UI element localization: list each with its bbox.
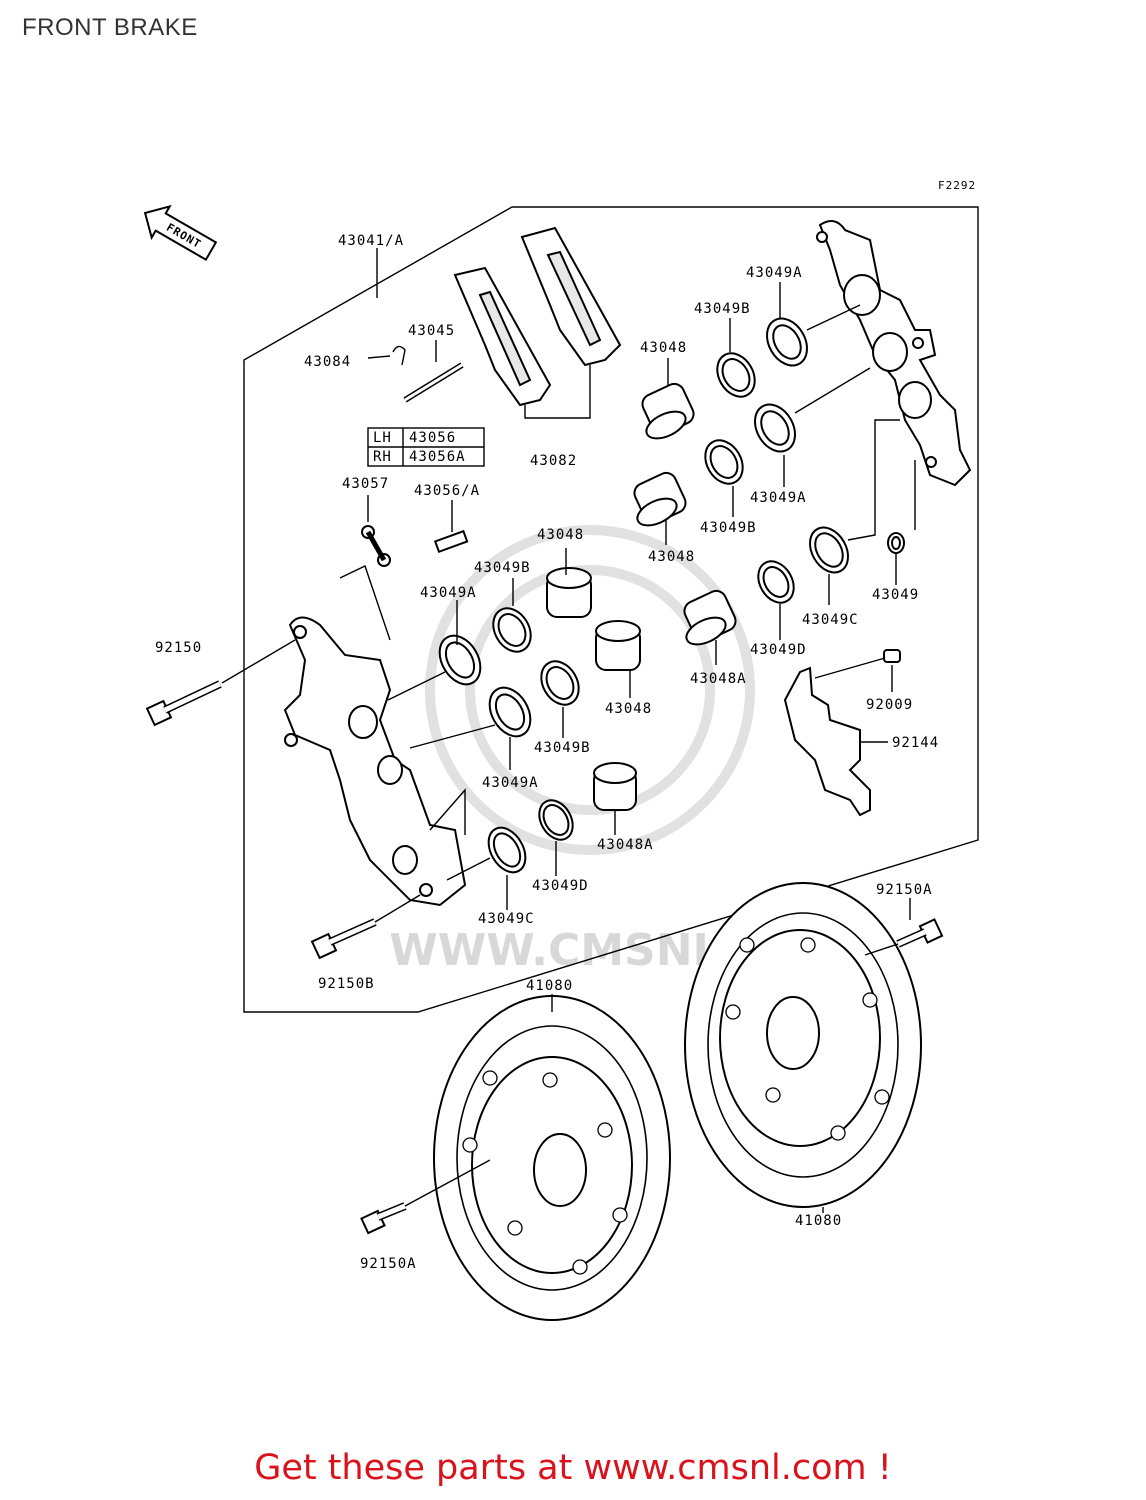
callout-label: 43049D [750, 642, 807, 658]
brake-disc-41080-right [684, 882, 922, 1208]
seal-43049B-right-upper [716, 352, 756, 398]
front-direction-arrow-icon: FRONT [143, 204, 218, 262]
callout-label: 43048 [537, 527, 584, 543]
leader-92150A-right-disc [864, 943, 899, 956]
seal-43049A-right-mid [754, 403, 796, 453]
callout-label: 43048A [597, 837, 654, 853]
callout-label: 43048 [648, 549, 695, 565]
callout-label: 43049C [802, 612, 859, 628]
pad-pin-43045 [403, 362, 464, 403]
callout-label: 43049D [532, 878, 589, 894]
table-row-lh-part: 43056 [409, 430, 456, 446]
callout-labels: 43041/A 43049A 43049B 43045 43084 43048 … [155, 233, 939, 1272]
seal-43049A-left-upper [438, 634, 482, 686]
callout-label: 43041/A [338, 233, 404, 249]
bleeder-valve-43056 [433, 529, 469, 554]
callout-label: 43049B [700, 520, 757, 536]
piston-43048A-left [593, 762, 637, 811]
callout-label: 43049 [872, 587, 919, 603]
callout-label: 43045 [408, 323, 455, 339]
callout-label: 43049B [534, 740, 591, 756]
leader-92150A-left [404, 1159, 491, 1207]
bleeder-cap-92009 [883, 649, 901, 663]
seal-43049B-left-upper [492, 607, 532, 653]
leader-right-seals [665, 282, 897, 665]
caliper-body-right [816, 220, 972, 487]
table-row-lh-side: LH [373, 430, 392, 446]
callout-label: 43082 [530, 453, 577, 469]
leader-92150 [221, 639, 296, 684]
leader-left-pistons [387, 671, 496, 881]
callout-label: 43084 [304, 354, 351, 370]
piston-43048-right-2 [633, 471, 687, 527]
disc-bolt-92150A-left [360, 1202, 407, 1235]
pad-spring-92144 [783, 666, 871, 817]
brake-pad-outer [520, 226, 622, 367]
seal-43049C-left [487, 826, 527, 874]
seal-43049C-right [809, 526, 849, 574]
caliper-link-43057 [361, 525, 391, 567]
seal-43049A-left-mid [488, 686, 532, 738]
callout-label: 43049B [474, 560, 531, 576]
piston-43048-left-2 [595, 620, 641, 671]
callout-label: 43057 [342, 476, 389, 492]
callout-label: 92150A [876, 882, 933, 898]
callout-label: 43049A [482, 775, 539, 791]
callout-label: 92144 [892, 735, 939, 751]
caliper-bolt-92150B [310, 918, 377, 960]
seal-43049A-right-upper [766, 317, 808, 367]
table-row-rh-part: 43056A [409, 449, 466, 465]
leader-left-seals [456, 548, 631, 910]
callout-label: 92150B [318, 976, 375, 992]
piston-43048A-right [683, 589, 737, 646]
callout-label: 43056/A [414, 483, 480, 499]
pin-clip-43084 [392, 345, 406, 366]
callout-label: 92150A [360, 1256, 417, 1272]
leader-92150B-bolt [374, 894, 421, 923]
disc-bolt-92150A-right [896, 918, 944, 948]
leader-43082-bracket [524, 365, 591, 419]
callout-label: 43049A [420, 585, 477, 601]
leader-43084 [367, 355, 391, 359]
caliper-assembly-outline [243, 206, 979, 1013]
seal-43049B-right-mid [704, 439, 744, 485]
callout-label: 92150 [155, 640, 202, 656]
brake-pad-inner [453, 266, 552, 407]
callout-label: 43049C [478, 911, 535, 927]
brake-disc-41080-left [433, 995, 671, 1321]
piston-43048-right-1 [641, 382, 695, 440]
callout-label: 92009 [866, 697, 913, 713]
piston-43048-left-1 [546, 567, 592, 618]
seal-43049B-left-mid [540, 660, 580, 706]
callout-label: 43049A [746, 265, 803, 281]
callout-label: 43048 [605, 701, 652, 717]
table-row-rh-side: RH [373, 449, 392, 465]
caliper-bolt-92150 [145, 680, 222, 727]
callout-label: 43048 [640, 340, 687, 356]
callout-label: 43049A [750, 490, 807, 506]
seal-43049D-left [538, 799, 574, 841]
caliper-body-left [283, 616, 467, 907]
callout-label: 43048A [690, 671, 747, 687]
page-title: FRONT BRAKE [22, 14, 198, 41]
seal-43049D-right [757, 560, 795, 604]
side-part-table: LH 43056 RH 43056A [367, 427, 485, 467]
callout-label: 41080 [526, 978, 573, 994]
callout-label: 41080 [795, 1213, 842, 1229]
figure-code: F2292 [938, 179, 976, 192]
leader-right-pistons [794, 304, 916, 541]
leader-bracket-left [339, 565, 391, 641]
leader-92009 [814, 657, 893, 692]
callout-label: 43049B [694, 301, 751, 317]
washer-43049 [887, 532, 905, 554]
footer-promo-link[interactable]: Get these parts at www.cmsnl.com ! [254, 1448, 892, 1488]
